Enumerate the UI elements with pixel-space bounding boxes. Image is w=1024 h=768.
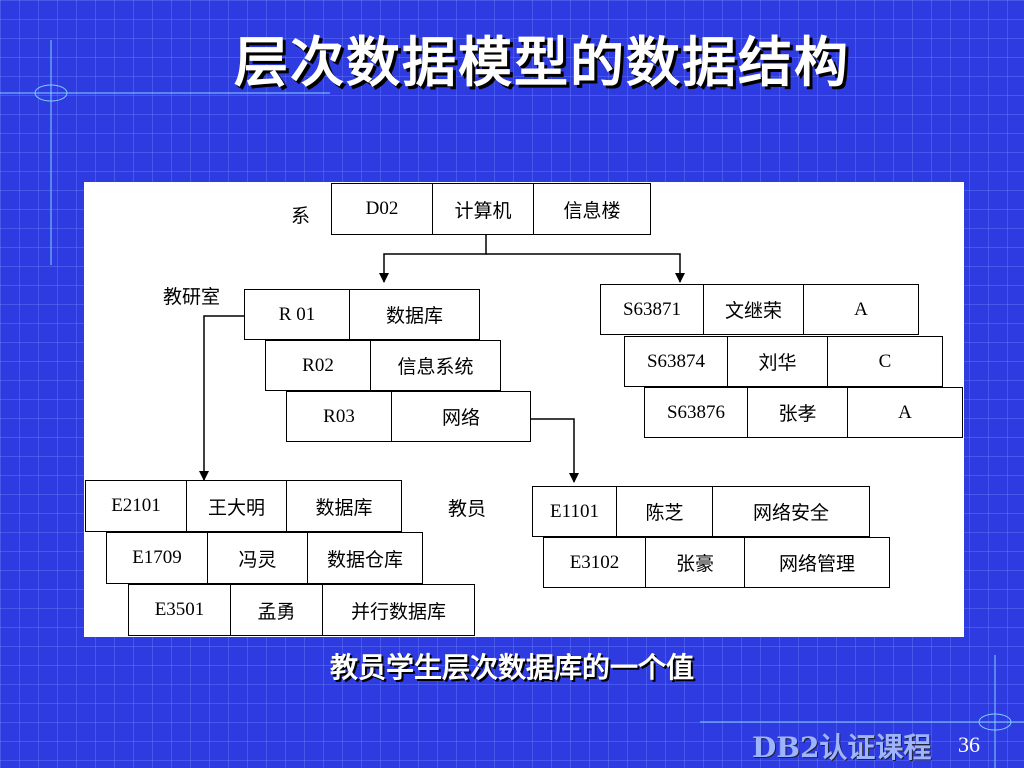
teacher-id-cell: E3102	[543, 537, 646, 588]
office-name-cell: 信息系统	[370, 340, 501, 391]
teacher-subject-cell: 网络安全	[712, 486, 870, 537]
student-name-cell: 张孝	[747, 387, 848, 438]
student-grade-cell: A	[847, 387, 963, 438]
office-id-cell: R02	[265, 340, 371, 391]
dept-label: 系	[291, 205, 311, 227]
diagram-caption: 教员学生层次数据库的一个值	[329, 651, 694, 684]
office-name-cell: 网络	[391, 391, 531, 442]
office-label: 教研室	[163, 286, 221, 308]
course-footer: DB2认证课程	[752, 731, 932, 764]
student-id-cell: S63871	[600, 284, 704, 335]
teacher-name-cell: 张豪	[645, 537, 745, 588]
diagram-panel: 系 教研室 教员 D02 计算机 信息楼 R 01 数据库 R02 信息系统 R…	[84, 182, 964, 637]
dept-id-cell: D02	[331, 183, 433, 235]
student-grade-cell: A	[803, 284, 919, 335]
teacher-name-cell: 孟勇	[230, 584, 323, 636]
dept-building-cell: 信息楼	[533, 183, 651, 235]
student-name-cell: 刘华	[727, 336, 828, 387]
teacher-subject-cell: 网络管理	[744, 537, 890, 588]
teacher-label: 教员	[448, 498, 487, 520]
teacher-id-cell: E2101	[85, 480, 187, 532]
student-grade-cell: C	[827, 336, 943, 387]
office-name-cell: 数据库	[349, 289, 480, 340]
office-id-cell: R03	[286, 391, 392, 442]
page-number: 36	[958, 732, 980, 757]
connector-lines	[199, 234, 685, 483]
teacher-subject-cell: 数据库	[286, 480, 402, 532]
student-id-cell: S63874	[624, 336, 728, 387]
student-id-cell: S63876	[644, 387, 748, 438]
teacher-id-cell: E1709	[106, 532, 208, 584]
teacher-name-cell: 陈芝	[616, 486, 713, 537]
office-id-cell: R 01	[244, 289, 350, 340]
teacher-subject-cell: 数据仓库	[307, 532, 423, 584]
slide-title: 层次数据模型的数据结构	[234, 30, 850, 94]
teacher-id-cell: E1101	[532, 486, 617, 537]
student-name-cell: 文继荣	[703, 284, 804, 335]
teacher-name-cell: 冯灵	[207, 532, 308, 584]
teacher-name-cell: 王大明	[186, 480, 287, 532]
teacher-subject-cell: 并行数据库	[322, 584, 475, 636]
dept-name-cell: 计算机	[432, 183, 534, 235]
teacher-id-cell: E3501	[128, 584, 231, 636]
